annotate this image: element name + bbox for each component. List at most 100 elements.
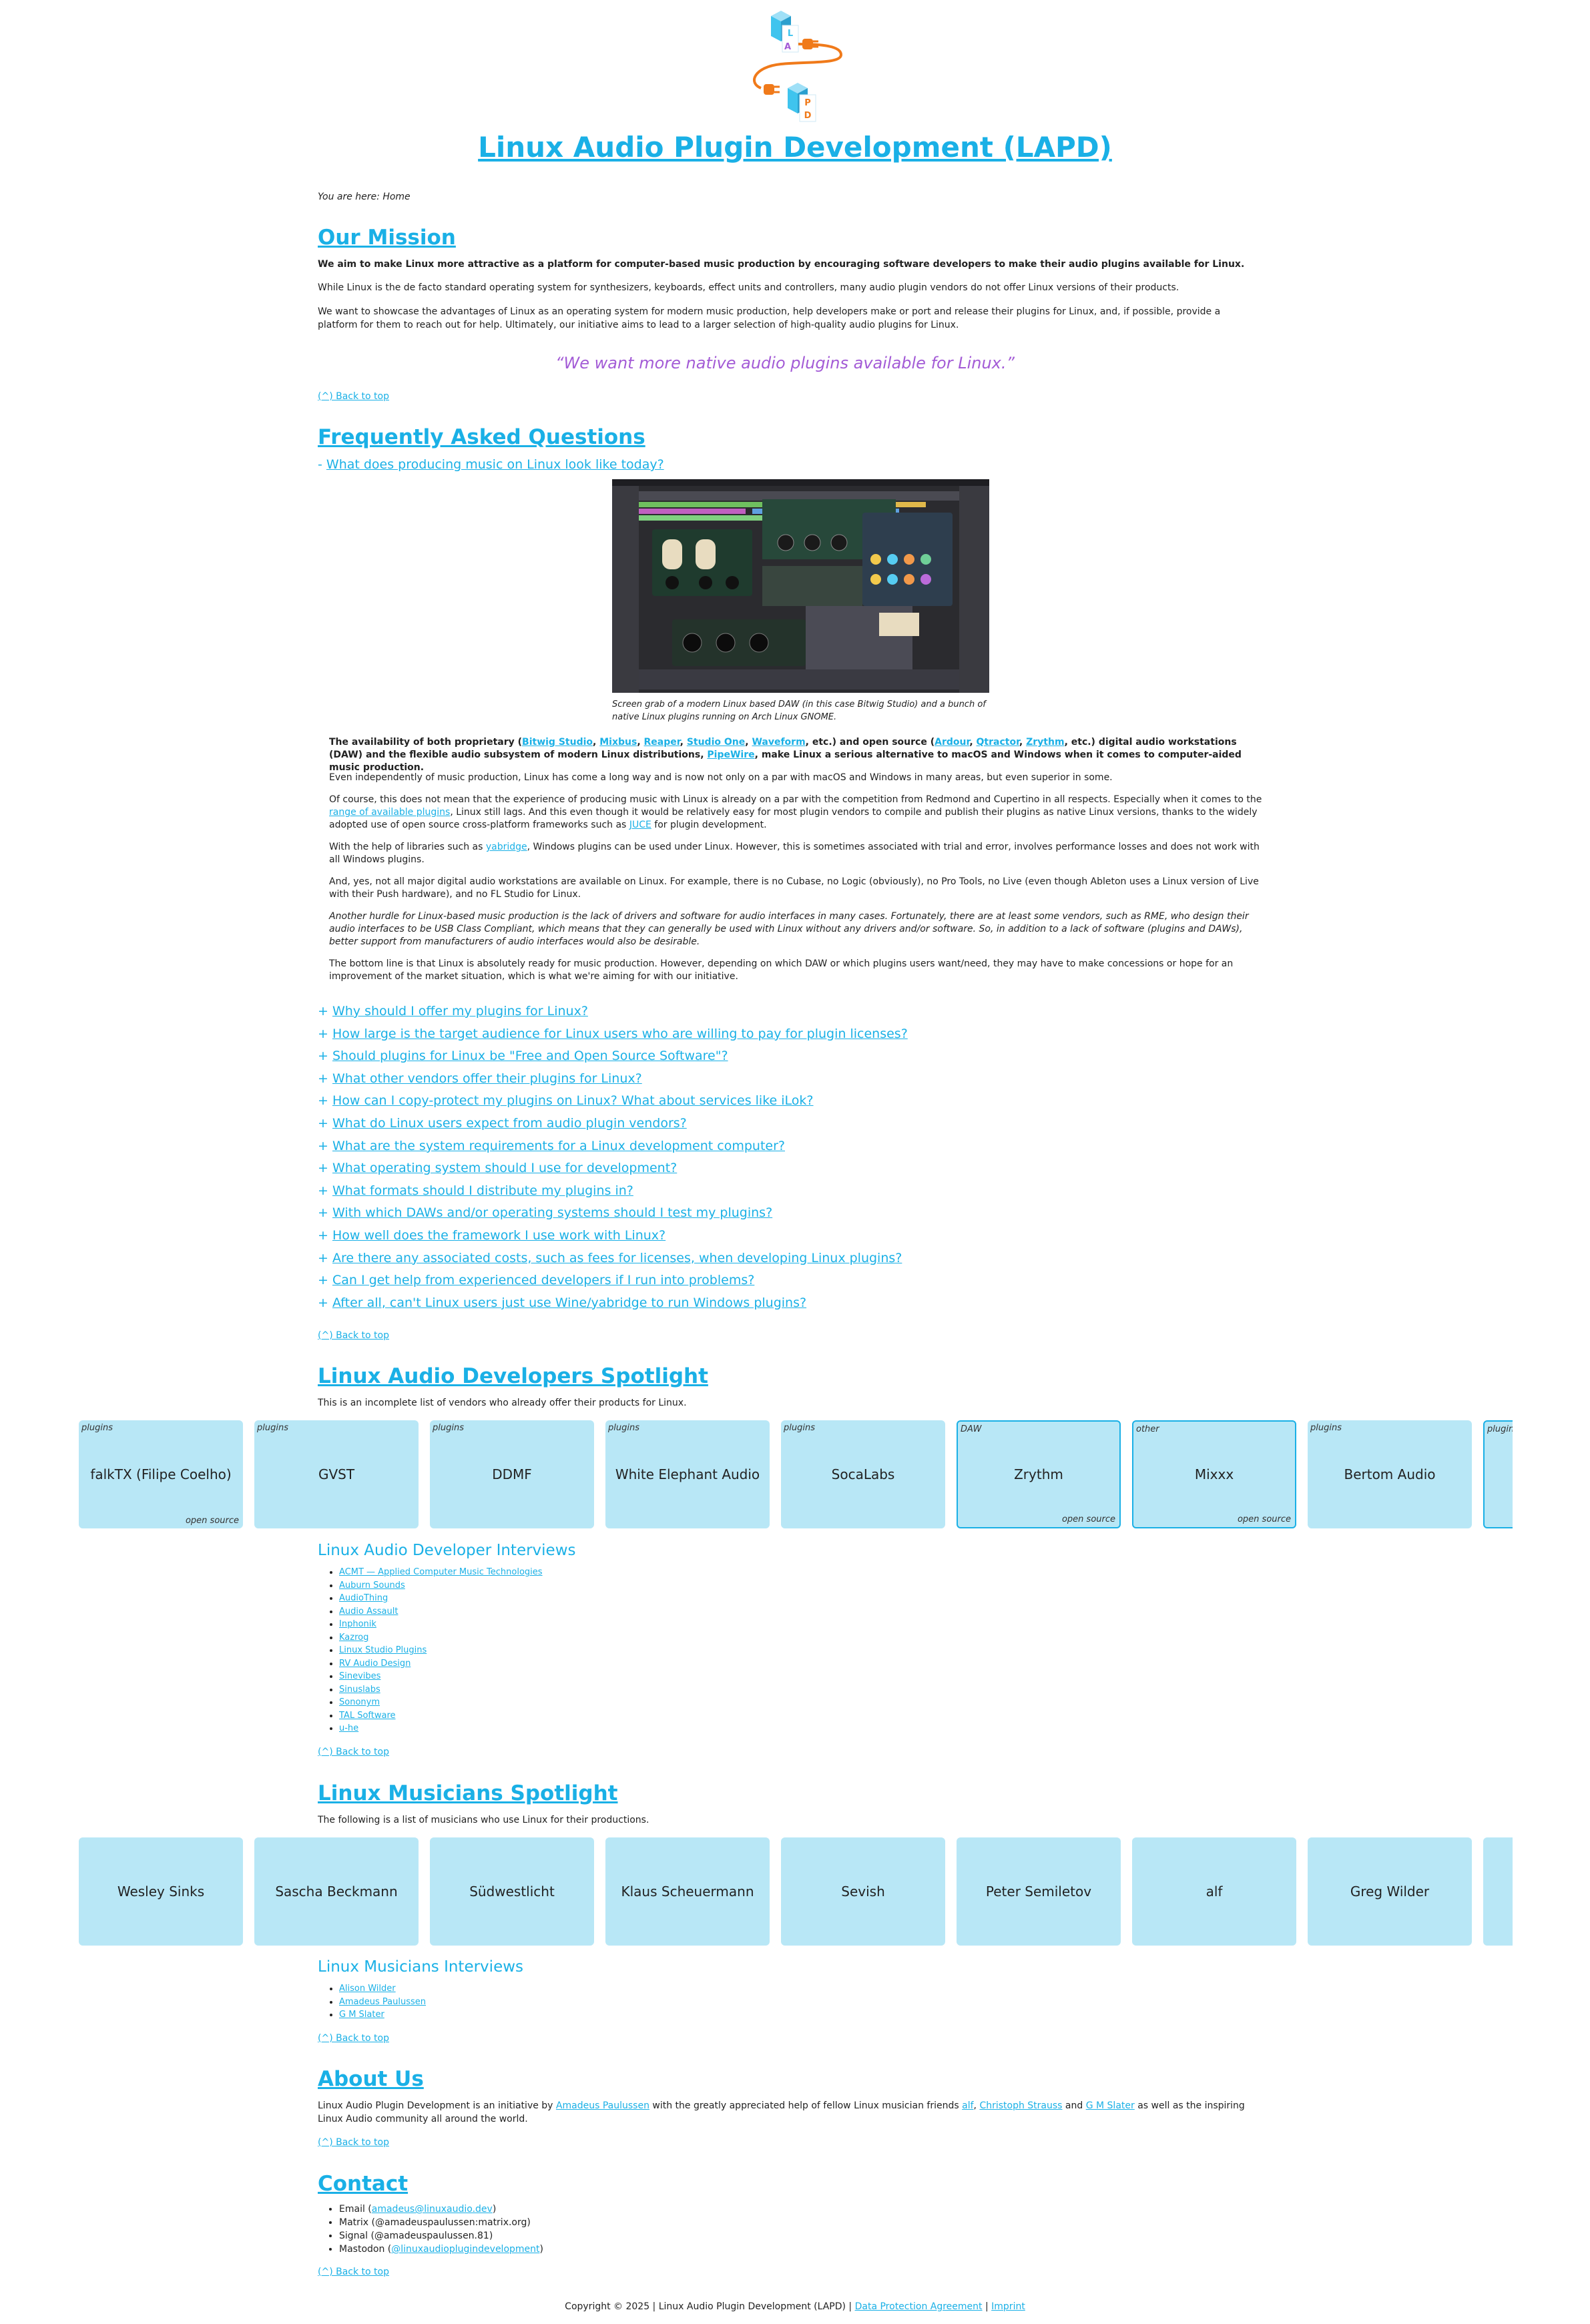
musician-interviews-heading: Linux Musicians Interviews — [318, 1958, 524, 1976]
back-to-top-link[interactable]: (^) Back to top — [318, 1747, 389, 1757]
musician-carousel[interactable]: Wesley Sinks Sascha Beckmann Südwestlich… — [79, 1837, 1513, 1951]
plugins-range-link[interactable]: range of available plugins — [329, 807, 451, 818]
musician-card[interactable]: Peter Semiletov — [957, 1837, 1121, 1946]
back-to-top-link[interactable]: (^) Back to top — [318, 2137, 389, 2148]
faq-question[interactable]: + How well does the framework I use work… — [318, 1227, 666, 1243]
daw-screenshot-image — [612, 479, 989, 693]
musician-interviews-list: Alison Wilder Amadeus Paulussen G M Slat… — [318, 1982, 1252, 2022]
musicians-spotlight-heading: Linux Musicians Spotlight — [318, 1781, 618, 1805]
faq-question-open[interactable]: - What does producing music on Linux loo… — [318, 454, 1252, 477]
about-heading: About Us — [318, 2067, 424, 2091]
musician-card[interactable]: Sascha Beckmann — [254, 1837, 419, 1946]
faq-heading: Frequently Asked Questions — [318, 425, 645, 449]
back-to-top-link[interactable]: (^) Back to top — [318, 1330, 389, 1341]
daw-link[interactable]: Reaper — [643, 737, 680, 748]
site-title[interactable]: Linux Audio Plugin Development (LAPD) — [478, 131, 1112, 164]
daw-link[interactable]: Zrythm — [1026, 737, 1065, 748]
interview-link[interactable]: Audio Assault — [339, 1606, 399, 1617]
faq-question[interactable]: + What other vendors offer their plugins… — [318, 1071, 642, 1086]
mission-paragraph: We want to showcase the advantages of Li… — [318, 306, 1221, 330]
dev-interviews-list: ACMT — Applied Computer Music Technologi… — [318, 1566, 1252, 1735]
faq-question[interactable]: + Why should I offer my plugins for Linu… — [318, 1004, 588, 1019]
faq-question[interactable]: + After all, can't Linux users just use … — [318, 1295, 807, 1310]
juce-link[interactable]: JUCE — [629, 820, 651, 830]
back-to-top-link[interactable]: (^) Back to top — [318, 2267, 389, 2277]
interview-link[interactable]: Sononym — [339, 1697, 380, 1707]
faq-answer-paragraph: The bottom line is that Linux is absolut… — [329, 958, 1234, 982]
interview-link[interactable]: u-he — [339, 1723, 359, 1733]
faq-question-list: + Why should I offer my plugins for Linu… — [318, 1000, 1252, 1314]
faq-answer-paragraph: Another hurdle for Linux-based music pro… — [329, 911, 1249, 947]
mastodon-link[interactable]: @linuxaudioplugindevelopment — [391, 2244, 540, 2255]
amadeus-link[interactable]: Amadeus Paulussen — [555, 2100, 649, 2111]
faq-question-label[interactable]: What does producing music on Linux look … — [326, 457, 664, 472]
daw-link[interactable]: Studio One — [686, 737, 746, 748]
interview-link[interactable]: Linux Studio Plugins — [339, 1645, 427, 1655]
data-protection-link[interactable]: Data Protection Agreement — [854, 2301, 983, 2312]
faq-question[interactable]: + How large is the target audience for L… — [318, 1026, 908, 1041]
interview-link[interactable]: RV Audio Design — [339, 1658, 411, 1669]
contact-email: Email (amadeus@linuxaudio.dev) — [339, 2203, 1252, 2216]
musician-card[interactable]: Südwestlicht — [430, 1837, 594, 1946]
dev-interviews-heading: Linux Audio Developer Interviews — [318, 1542, 576, 1559]
interview-link[interactable]: Auburn Sounds — [339, 1580, 405, 1590]
interview-link[interactable]: G M Slater — [339, 2010, 384, 2020]
contact-mastodon: Mastodon (@linuxaudioplugindevelopment) — [339, 2243, 1252, 2256]
musician-card[interactable] — [1483, 1837, 1513, 1946]
interview-link[interactable]: Amadeus Paulussen — [339, 1996, 427, 2007]
faq-question[interactable]: + Should plugins for Linux be "Free and … — [318, 1049, 728, 1064]
interview-link[interactable]: Sinevibes — [339, 1671, 381, 1681]
interview-link[interactable]: Alison Wilder — [339, 1984, 396, 1994]
faq-answer-lead: The availability of both proprietary (Bi… — [329, 737, 1242, 773]
musician-card[interactable]: Greg Wilder — [1308, 1837, 1472, 1946]
daw-link[interactable]: Waveform — [752, 737, 806, 748]
musician-card[interactable]: Wesley Sinks — [79, 1837, 243, 1946]
interview-link[interactable]: AudioThing — [339, 1593, 388, 1603]
daw-link[interactable]: Bitwig Studio — [522, 737, 593, 748]
imprint-link[interactable]: Imprint — [991, 2301, 1025, 2312]
musician-card[interactable]: alf — [1132, 1837, 1296, 1946]
back-to-top-link[interactable]: (^) Back to top — [318, 2033, 389, 2044]
faq-question[interactable]: + What operating system should I use for… — [318, 1161, 678, 1176]
daw-link[interactable]: Mixbus — [599, 737, 637, 748]
musicians-spotlight-intro: The following is a list of musicians who… — [318, 1815, 649, 1825]
faq-answer-body: Even independently of music production, … — [329, 772, 1264, 992]
interview-link[interactable]: TAL Software — [339, 1710, 396, 1721]
faq-question[interactable]: + What formats should I distribute my pl… — [318, 1183, 633, 1198]
christoph-link[interactable]: Christoph Strauss — [979, 2100, 1063, 2111]
faq-question[interactable]: + With which DAWs and/or operating syste… — [318, 1205, 773, 1221]
interview-link[interactable]: Sinuslabs — [339, 1684, 380, 1695]
email-link[interactable]: amadeus@linuxaudio.dev — [371, 2204, 493, 2215]
interview-link[interactable]: Kazrog — [339, 1632, 369, 1643]
daw-link[interactable]: Ardour — [935, 737, 970, 748]
interview-link[interactable]: ACMT — Applied Computer Music Technologi… — [339, 1567, 543, 1577]
daw-link[interactable]: Qtractor — [976, 737, 1019, 748]
faq-question[interactable]: + What are the system requirements for a… — [318, 1138, 785, 1153]
gm-slater-link[interactable]: G M Slater — [1085, 2100, 1135, 2111]
alf-link[interactable]: alf — [962, 2100, 974, 2111]
pipewire-link[interactable]: PipeWire — [707, 750, 755, 760]
faq-question[interactable]: + Can I get help from experienced develo… — [318, 1273, 755, 1288]
faq-question[interactable]: + Are there any associated costs, such a… — [318, 1250, 902, 1265]
developer-card[interactable]: plugins — [1483, 1420, 1513, 1528]
site-logo[interactable]: L A P D — [741, 9, 854, 124]
back-to-top-link[interactable]: (^) Back to top — [318, 391, 389, 402]
faq-question[interactable]: + How can I copy-protect my plugins on L… — [318, 1093, 814, 1109]
faq-question[interactable]: + What do Linux users expect from audio … — [318, 1115, 687, 1131]
musician-card[interactable]: Klaus Scheuermann — [605, 1837, 770, 1946]
interview-link[interactable]: Inphonik — [339, 1619, 376, 1629]
logo-letter-l: L — [788, 29, 793, 39]
musician-card[interactable]: Sevish — [781, 1837, 945, 1946]
contact-signal: Signal (@amadeuspaulussen.81) — [339, 2229, 1252, 2243]
faq-answer-paragraph: Of course, this does not mean that the e… — [329, 794, 1262, 830]
yabridge-link[interactable]: yabridge — [485, 842, 527, 852]
